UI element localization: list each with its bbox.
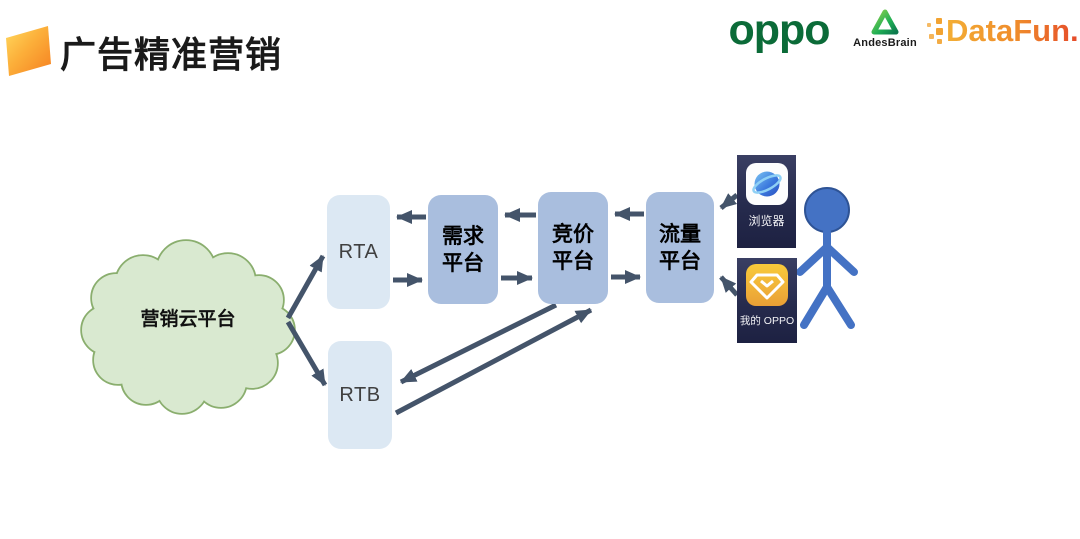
cloud-marketing-platform-label: 营销云平台 xyxy=(140,309,236,330)
title-accent-icon xyxy=(6,26,51,76)
arrow-cloud-to-rta xyxy=(285,254,326,320)
andesbrain-label: AndesBrain xyxy=(853,37,917,49)
datafun-dots-icon xyxy=(927,18,943,44)
arrow-rtb-to-bidding xyxy=(394,307,593,416)
datafun-logo: DataFun. xyxy=(924,14,1079,48)
andesbrain-logo: AndesBrain xyxy=(850,8,920,49)
andesbrain-icon xyxy=(871,9,899,35)
flow-arrows xyxy=(285,193,739,416)
person-figure xyxy=(796,187,858,329)
node-bidding-platform: 竞价平台 xyxy=(538,192,608,304)
datafun-wordmark: DataFun. xyxy=(946,13,1079,48)
arrow-myoppo-to-traffic xyxy=(719,275,739,297)
browser-app-label: 浏览器 xyxy=(748,214,785,228)
node-demand-platform-label: 需求平台 xyxy=(442,224,484,275)
browser-app-tile: 浏览器 xyxy=(737,155,796,248)
arrow-bidding-to-rtb xyxy=(399,302,558,385)
my-oppo-app-icon xyxy=(746,264,788,306)
arrow-browser-to-traffic xyxy=(719,193,739,210)
browser-app-icon xyxy=(745,163,788,205)
page-title: 广告精准营销 xyxy=(60,34,283,75)
my-oppo-app-tile: 我的 OPPO xyxy=(737,258,797,343)
arrow-cloud-to-rtb xyxy=(285,320,328,387)
node-rta: RTA xyxy=(327,195,390,309)
marketing-cloud-shape xyxy=(80,239,296,415)
node-traffic-platform-label: 流量平台 xyxy=(659,222,701,273)
node-demand-platform: 需求平台 xyxy=(428,195,498,304)
node-rtb: RTB xyxy=(328,341,392,449)
oppo-logo: oppo xyxy=(728,6,830,54)
node-traffic-platform: 流量平台 xyxy=(646,192,714,303)
node-bidding-platform-label: 竞价平台 xyxy=(552,223,594,273)
my-oppo-app-label: 我的 OPPO xyxy=(739,315,795,327)
